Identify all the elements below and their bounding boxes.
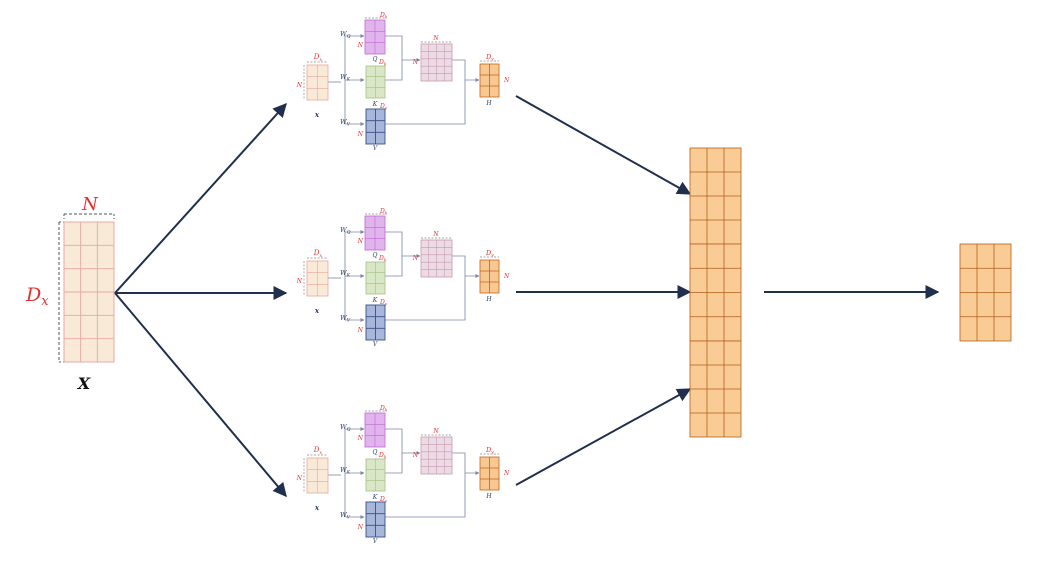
head-2-key-dim-label: Dk <box>378 255 387 263</box>
head-1-wq-label: WQ <box>340 30 351 40</box>
head-1-key-matrix <box>365 65 386 99</box>
head-2-input-dim-label: Dx <box>313 249 323 259</box>
head-3-query-matrix <box>364 412 386 448</box>
head-3-output-dim-label: Dv <box>485 446 494 456</box>
head-2-key-matrix <box>365 261 386 295</box>
final-output-grid <box>959 243 1012 342</box>
head-2-input-name-label: x <box>314 306 320 315</box>
head-3-wk-label: WK <box>340 466 351 476</box>
head-2-attention-n-top-label: N <box>432 231 439 238</box>
head-1-attention-matrix <box>420 43 453 82</box>
output-matrix <box>959 243 1012 342</box>
head-2-key-name-label: K <box>372 297 378 304</box>
head-1-output-name-label: H <box>485 100 492 107</box>
head-1-input-dim-label: Dx <box>313 53 323 63</box>
head-2-output-n-label: N <box>503 273 510 280</box>
head-1-query-n-label: N <box>357 42 364 49</box>
head-2-value-name-label: V <box>373 341 378 348</box>
head-2-attention-matrix <box>420 239 453 278</box>
head-1-output-n-label: N <box>503 77 510 84</box>
head-3-input-matrix <box>306 457 329 494</box>
concat-block-1 <box>689 147 742 245</box>
head-2-query-dim-label: Dk <box>379 208 388 216</box>
head-3-query-name-label: Q <box>373 449 378 456</box>
head-1-query-name-label: Q <box>373 56 378 63</box>
head-3-value-name-label: V <box>373 538 378 545</box>
head-3-attention-matrix <box>420 436 453 475</box>
head-3-value-matrix <box>365 501 386 538</box>
head-2-wv-label: WV <box>340 314 351 324</box>
head-1-value-dim-label: Dv <box>379 103 388 111</box>
head-1-wv-label: WV <box>340 118 351 128</box>
head-3-key-dim-label: Dk <box>378 452 387 460</box>
head-2-wq-label: WQ <box>340 226 351 236</box>
head-2-attention-n-left-label: N <box>412 255 419 262</box>
arrow-to-head-1 <box>114 102 287 294</box>
input-col-label: N <box>81 194 99 215</box>
head-3-input-dim-label: Dx <box>313 446 323 456</box>
head-2-value-n-label: N <box>357 327 364 334</box>
head-2-input-matrix <box>306 260 329 297</box>
head-2-value-matrix <box>365 304 386 341</box>
head-2-query-name-label: Q <box>373 252 378 259</box>
head-3-key-matrix <box>365 458 386 492</box>
head-1-attention-n-left-label: N <box>412 59 419 66</box>
head-3-output-matrix <box>479 456 500 491</box>
head-3-value-dim-label: Dv <box>379 496 388 504</box>
input-matrix-group: N Dx X <box>25 194 115 393</box>
head-1-input-matrix <box>306 64 329 101</box>
head-1-input-name-label: x <box>314 110 320 119</box>
input-name-label: X <box>77 374 91 393</box>
merge-arrows <box>515 95 692 486</box>
split-arrows <box>114 102 288 498</box>
head-2-output-name-label: H <box>485 296 492 303</box>
head-3-input-name-label: x <box>314 503 320 512</box>
head-3-attention-n-top-label: N <box>432 428 439 435</box>
head-3-query-dim-label: Dk <box>379 405 388 413</box>
input-matrix-grid <box>64 222 114 362</box>
head-3-wq-label: WQ <box>340 423 351 433</box>
input-row-label: Dx <box>25 284 49 309</box>
head-2-query-matrix <box>364 215 386 251</box>
head-1-value-name-label: V <box>373 145 378 152</box>
head-1-input-n-label: N <box>296 82 303 89</box>
head-2-output-dim-label: Dv <box>485 249 494 259</box>
head-2-input-n-label: N <box>296 278 303 285</box>
concat-block-3 <box>689 340 742 438</box>
head-3-wv-label: WV <box>340 511 351 521</box>
head-2-value-dim-label: Dv <box>379 299 388 307</box>
head-1-key-name-label: K <box>372 101 378 108</box>
head-3-value-n-label: N <box>357 524 364 531</box>
arrow-to-head-3 <box>114 292 287 498</box>
concatenated-matrix <box>689 147 742 438</box>
head-2-wk-label: WK <box>340 269 351 279</box>
head-1-query-matrix <box>364 19 386 55</box>
head-2-output-matrix <box>479 259 500 294</box>
head-1-output-matrix <box>479 63 500 98</box>
head-1-value-n-label: N <box>357 131 364 138</box>
head-1-query-dim-label: Dk <box>379 12 388 20</box>
arrow-from-head-3 <box>515 388 692 486</box>
head-2-query-n-label: N <box>357 238 364 245</box>
concat-block-2 <box>689 243 742 342</box>
head-1-key-dim-label: Dk <box>378 59 387 67</box>
head-3-key-name-label: K <box>372 494 378 501</box>
head-3-output-name-label: H <box>485 493 492 500</box>
head-3-query-n-label: N <box>357 435 364 442</box>
head-1-attention-n-top-label: N <box>432 35 439 42</box>
head-1-output-dim-label: Dv <box>485 53 494 63</box>
arrow-from-head-1 <box>515 95 692 195</box>
head-1-value-matrix <box>365 108 386 145</box>
head-1-wk-label: WK <box>340 73 351 83</box>
head-3-output-n-label: N <box>503 470 510 477</box>
head-3-input-n-label: N <box>296 475 303 482</box>
head-3-attention-n-left-label: N <box>412 452 419 459</box>
